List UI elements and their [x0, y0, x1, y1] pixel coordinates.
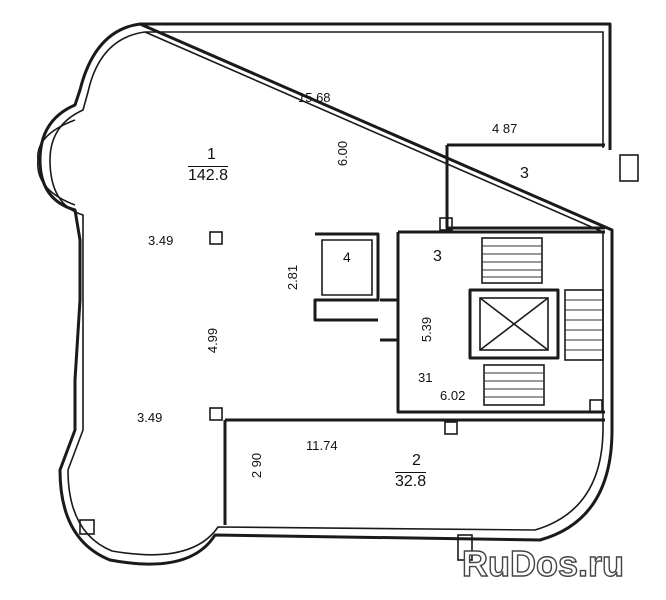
- room-4-inner: [321, 239, 373, 296]
- column-core: [439, 217, 453, 231]
- stairs-right: [564, 289, 604, 361]
- column-room2: [444, 421, 458, 435]
- stairs-upper: [481, 237, 543, 284]
- room-2-walls: [223, 418, 605, 525]
- room-4-walls: [313, 232, 380, 322]
- entrance-step: [457, 534, 473, 561]
- right-column: [619, 154, 639, 182]
- column-bottom-left: [79, 519, 95, 535]
- column-core-right: [589, 399, 603, 413]
- stairs-lower: [483, 364, 545, 406]
- bay-window-left: [37, 119, 76, 206]
- column-lower: [209, 407, 223, 421]
- elevator-shaft: [468, 288, 560, 360]
- column-center: [209, 231, 223, 245]
- outer-wall: [38, 22, 614, 566]
- room-3-upper-walls: [445, 143, 605, 230]
- core-walls: [380, 230, 605, 414]
- outer-wall-inner: [49, 31, 604, 556]
